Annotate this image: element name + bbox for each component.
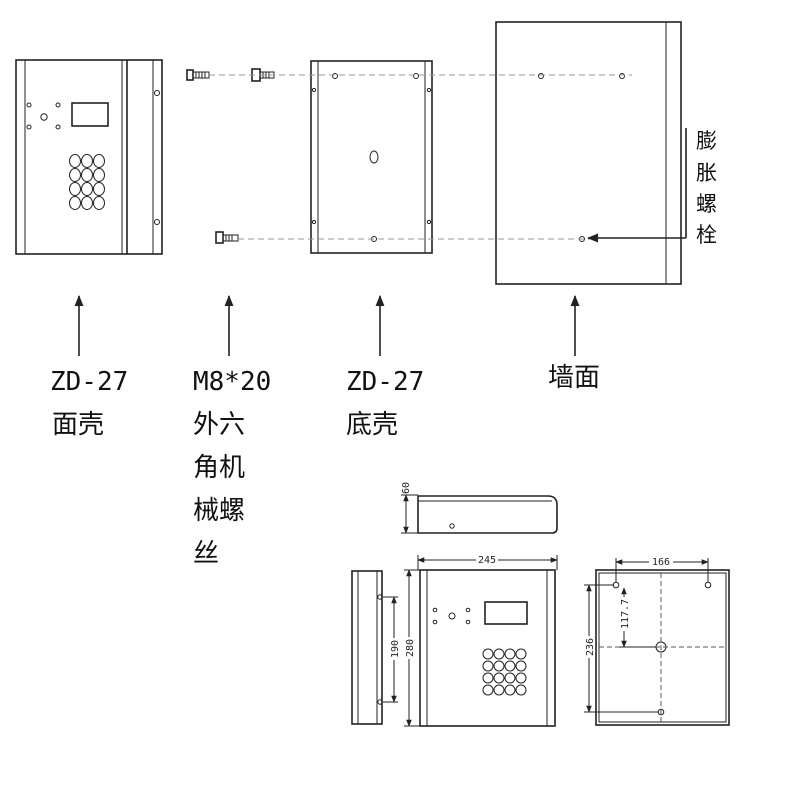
- dimension-depth: 60: [401, 482, 412, 494]
- svg-text:栓: 栓: [696, 223, 717, 247]
- face-shell-label: ZD-27 面壳: [50, 367, 128, 440]
- svg-text:丝: 丝: [193, 539, 219, 569]
- svg-text:底壳: 底壳: [346, 410, 398, 440]
- dimension-hole-offset: 117.7: [620, 599, 631, 629]
- hex-screw-top-left: [186, 69, 210, 81]
- dimension-hole-spacing-h: 166: [652, 557, 670, 568]
- front-view-dimensioned: 245 280: [404, 553, 558, 727]
- screw-label: M8*20 外六 角机 械螺 丝: [193, 367, 271, 569]
- svg-text:膨: 膨: [696, 129, 717, 153]
- wall-label: 墙面: [548, 363, 600, 393]
- dimension-width: 245: [478, 555, 496, 566]
- base-shell-label: ZD-27 底壳: [346, 367, 424, 440]
- keypad-small: [482, 648, 527, 696]
- dimension-height: 280: [405, 639, 416, 657]
- back-view-dimensioned: 166 236 117.7: [584, 556, 730, 726]
- expansion-bolt-label: 膨 胀 螺 栓: [696, 129, 717, 247]
- svg-text:面壳: 面壳: [52, 410, 104, 440]
- svg-text:胀: 胀: [696, 161, 717, 185]
- svg-text:ZD-27: ZD-27: [346, 367, 424, 397]
- svg-text:螺: 螺: [696, 192, 717, 216]
- camera-hole: [40, 113, 48, 121]
- svg-text:械螺: 械螺: [193, 496, 245, 526]
- svg-text:外六: 外六: [193, 410, 245, 440]
- cable-hole: [369, 150, 379, 164]
- top-view: 60: [401, 482, 558, 534]
- hex-screw-bottom: [215, 231, 239, 244]
- face-shell-front-view: [15, 59, 163, 255]
- base-shell-view: [310, 60, 433, 254]
- side-view: 190: [351, 570, 401, 725]
- dimension-hole-spacing-v: 236: [585, 638, 596, 656]
- svg-text:M8*20: M8*20: [193, 367, 271, 397]
- svg-text:角机: 角机: [193, 453, 245, 483]
- display-window: [71, 102, 109, 127]
- dimension-side-hole-spacing: 190: [390, 640, 401, 658]
- keypad: [69, 154, 105, 210]
- wall-view: [495, 21, 682, 285]
- svg-text:ZD-27: ZD-27: [50, 367, 128, 397]
